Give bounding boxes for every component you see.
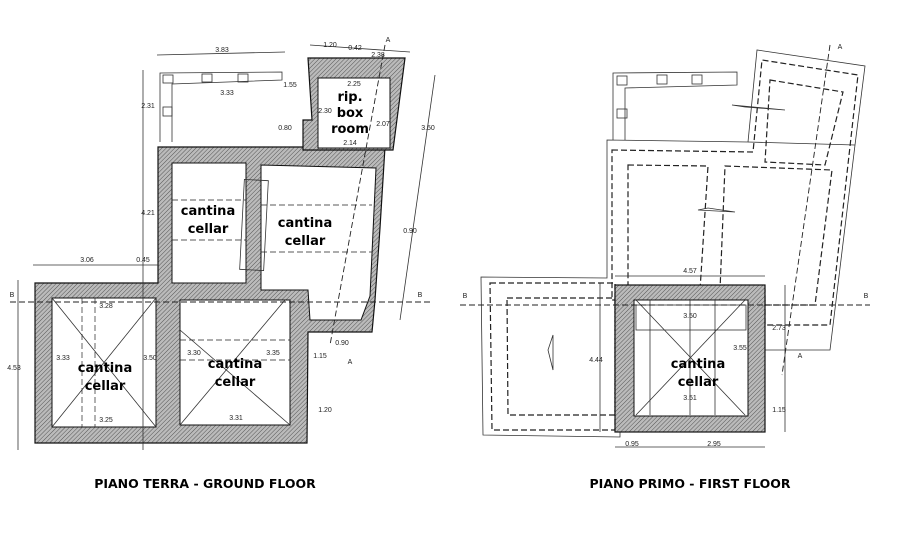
room-label: cantina — [78, 361, 132, 376]
dimension-label: 2.30 — [318, 108, 332, 115]
dimension-label: B — [10, 292, 15, 299]
dimension-label: 1.15 — [772, 407, 786, 414]
dimension-label: 4.53 — [7, 365, 21, 372]
room-label: cellar — [188, 222, 229, 237]
dimension-label: 0.45 — [136, 257, 150, 264]
dimension-label: 3.50 — [143, 355, 157, 362]
dimension-label: 3.06 — [80, 257, 94, 264]
room-label: cellar — [285, 234, 326, 249]
dimension-label: 3.31 — [229, 415, 243, 422]
dimension-label: 0.80 — [278, 125, 292, 132]
dimension-label: 3.55 — [733, 345, 747, 352]
dimension-label: 3.83 — [215, 47, 229, 54]
roof-slope-arrow-icon — [547, 334, 554, 371]
dimension-label: A — [348, 359, 353, 366]
dimension-label: B — [864, 293, 869, 300]
dimension-label: A — [798, 353, 803, 360]
first-floor-title: PIANO PRIMO - FIRST FLOOR — [590, 476, 791, 491]
dimension-label: 2.07 — [376, 121, 390, 128]
ground-floor-title: PIANO TERRA - GROUND FLOOR — [94, 476, 316, 491]
dimension-label: 2.38 — [371, 52, 385, 59]
dimension-label: 3.25 — [99, 417, 113, 424]
dimension-label: 0.95 — [625, 441, 639, 448]
vault-lines — [10, 44, 430, 428]
cellar-lower-middle-floor — [179, 299, 291, 426]
room-label: cellar — [678, 375, 719, 390]
room-label: rip. — [337, 90, 362, 105]
roof-slope-arrow-icon — [697, 207, 736, 213]
dimension-label: 0.42 — [348, 45, 362, 52]
dimension-label: 1.55 — [283, 82, 297, 89]
first-floor-dimensions: 4.57 3.50 4.44 3.55 3.51 2.73 1.15 0.95 … — [463, 44, 869, 448]
dimension-label: 4.57 — [683, 268, 697, 275]
dimension-label: 3.50 — [683, 313, 697, 320]
room-label: cantina — [208, 357, 262, 372]
dimension-label: 3.28 — [99, 303, 113, 310]
first-floor-plan: cantina cellar 4.57 3.50 4.44 3.55 3.51 … — [460, 44, 870, 491]
dimension-label: 0.90 — [403, 228, 417, 235]
dimension-label: A — [838, 44, 843, 51]
dimension-label: 2.73 — [772, 325, 786, 332]
room-label: cantina — [278, 216, 332, 231]
roof-slope-arrow-icon — [731, 104, 786, 111]
ground-floor-plan: rip. box room cantina cellar cantina cel… — [7, 37, 436, 491]
room-label: cantina — [671, 357, 725, 372]
dimension-label: 3.35 — [266, 350, 280, 357]
ground-floor-dimensions: 3.83 1.20 0.42 2.38 3.33 2.31 1.55 2.25 … — [7, 37, 436, 450]
room-label: room — [331, 122, 369, 137]
courtyard-wall — [612, 71, 738, 140]
dimension-label: 1.20 — [323, 42, 337, 49]
dimension-label: 0.90 — [335, 340, 349, 347]
dimension-label: 4.21 — [141, 210, 155, 217]
room-label: cellar — [85, 379, 126, 394]
dimension-label: 3.51 — [683, 395, 697, 402]
dimension-label: B — [463, 293, 468, 300]
cellar-upper-left-floor — [171, 162, 247, 284]
room-label: cantina — [181, 204, 235, 219]
dimension-label: 2.25 — [347, 81, 361, 88]
dimension-label: 2.95 — [707, 441, 721, 448]
dimension-label: 2.14 — [343, 140, 357, 147]
courtyard-wall — [159, 71, 283, 142]
cellar-upper-right-floor — [260, 164, 377, 321]
dimension-label: B — [418, 292, 423, 299]
dimension-label: A — [386, 37, 391, 44]
dimension-label: 2.31 — [141, 103, 155, 110]
room-label: box — [337, 106, 364, 121]
dimension-label: 3.30 — [187, 350, 201, 357]
dimension-label: 3.33 — [56, 355, 70, 362]
dimension-label: 1.15 — [313, 353, 327, 360]
dimension-label: 4.44 — [589, 357, 603, 364]
box-room-floor — [317, 77, 391, 149]
dimension-label: 3.33 — [220, 90, 234, 97]
dimension-label: 3.50 — [421, 125, 435, 132]
vault-lines — [460, 44, 870, 416]
room-label: cellar — [215, 375, 256, 390]
dimension-label: 1.20 — [318, 407, 332, 414]
